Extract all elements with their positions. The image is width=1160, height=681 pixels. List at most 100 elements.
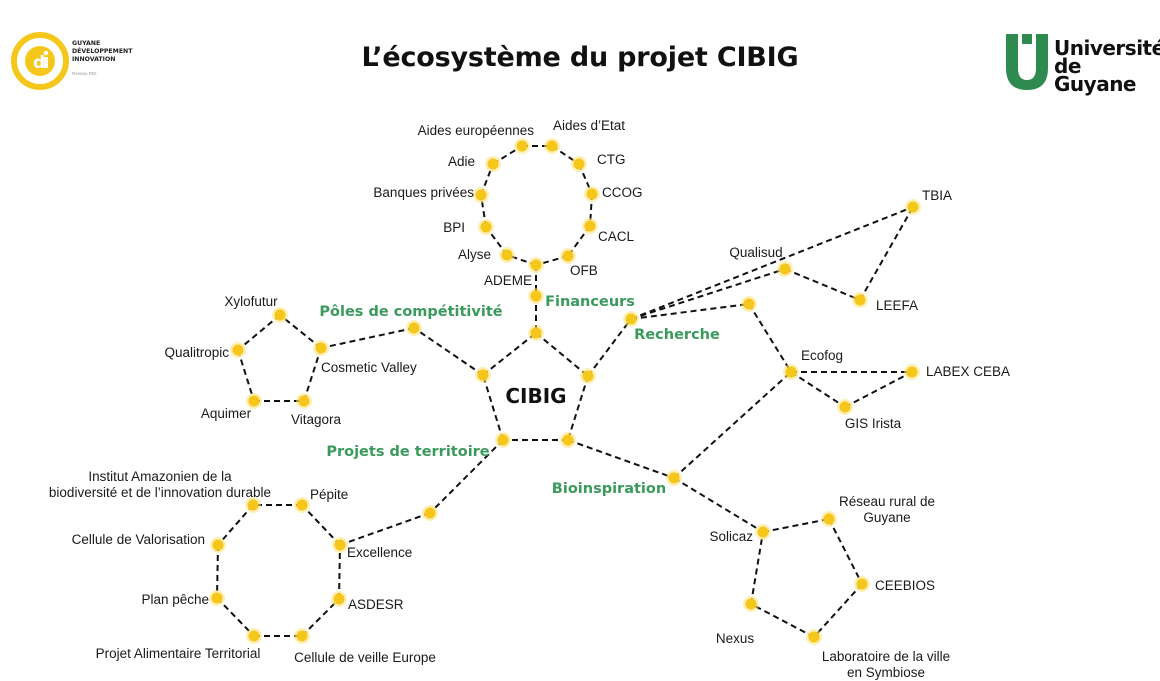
edge-b_hub-b_sol xyxy=(673,477,764,533)
node-label-gis-irista: GIS Irista xyxy=(845,416,902,431)
node-label-reseau-rural: Réseau rural de xyxy=(839,494,935,509)
node-dot-t_exc xyxy=(334,539,346,551)
universite-guyane-u-logo-icon xyxy=(1006,34,1048,90)
node-dot-b_sol xyxy=(757,526,769,538)
node-dot-f9 xyxy=(480,221,492,233)
node-dot-f8 xyxy=(501,249,513,261)
node-dot-b_cee xyxy=(856,578,868,590)
node-dot-t_pep xyxy=(296,499,308,511)
node-label-excellence: Excellence xyxy=(347,545,412,560)
node-dot-f2 xyxy=(546,140,558,152)
node-dot-f7 xyxy=(530,259,542,271)
node-dot-ademe_link xyxy=(530,290,542,302)
node-dot-b_res xyxy=(823,513,835,525)
node-label-asdesr: ASDESR xyxy=(348,597,404,612)
node-dot-r_ecofog xyxy=(785,366,797,378)
edge-c_top-c_right xyxy=(535,332,589,377)
edge-r_hub-r_b xyxy=(630,303,750,320)
node-dot-f10 xyxy=(475,189,487,201)
node-dot-r_b xyxy=(743,298,755,310)
node-dot-f5 xyxy=(584,220,596,232)
node-dot-b_lab xyxy=(808,631,820,643)
node-label-ofb: OFB xyxy=(570,263,598,278)
center-label: CIBIG xyxy=(505,384,566,408)
edge-p_quali-p_aqui xyxy=(237,349,255,402)
node-dot-p_cos xyxy=(315,342,327,354)
node-dot-f6 xyxy=(562,250,574,262)
node-label-banques-privees: Banques privées xyxy=(373,185,474,200)
node-label-laboratoire: Laboratoire de la ville xyxy=(822,649,950,664)
node-dot-c_right xyxy=(582,370,594,382)
node-dot-c_left xyxy=(477,369,489,381)
node-dot-r_hub xyxy=(625,313,637,325)
node-label-solicaz: Solicaz xyxy=(709,529,753,544)
node-dot-f3 xyxy=(573,158,585,170)
edge-p_mid-p_cos xyxy=(320,327,415,349)
gdi-logo-line-3: INNOVATION xyxy=(72,55,116,63)
node-dot-t_proj xyxy=(248,630,260,642)
edge-r_leefa-r_tbia xyxy=(859,206,914,301)
gdi-logo-text: GUYANE DÉVELOPPEMENT INNOVATION xyxy=(72,40,132,63)
node-dot-p_mid xyxy=(408,322,420,334)
node-label-ctg: CTG xyxy=(597,152,626,167)
node-label-tbia: TBIA xyxy=(922,188,952,203)
svg-text:d: d xyxy=(33,53,45,73)
page-title: L’écosystème du projet CIBIG xyxy=(361,42,799,73)
edge-b_cee-b_lab xyxy=(813,583,863,638)
node-dot-r_quali xyxy=(779,263,791,275)
node-dot-f11 xyxy=(487,158,499,170)
node-dot-b_nex xyxy=(745,598,757,610)
edge-c_br-b_hub xyxy=(567,439,675,479)
edge-c_left-p_mid xyxy=(413,327,484,376)
node-label-projet-alimentaire: Projet Alimentaire Territorial xyxy=(96,646,261,661)
edge-c_bl-t_hub xyxy=(429,439,504,514)
node-dot-c_bl xyxy=(497,434,509,446)
node-label-ceebios: CEEBIOS xyxy=(875,578,935,593)
node-label-cellule-veille: Cellule de veille Europe xyxy=(294,650,436,665)
node-dot-p_aqui xyxy=(248,395,260,407)
node-label-cellule-valorisation: Cellule de Valorisation xyxy=(72,532,205,547)
node-label-plan-peche: Plan pêche xyxy=(141,592,209,607)
node-dot-r_leefa xyxy=(854,294,866,306)
node-dot-c_top xyxy=(530,327,542,339)
edge-p_cos-p_xylo xyxy=(279,314,322,349)
edge-b_nex-b_sol xyxy=(750,531,764,605)
node-label-bpi: BPI xyxy=(443,220,465,235)
edge-r_gis-r_labex xyxy=(844,371,913,408)
node-label-cosmetic-valley: Cosmetic Valley xyxy=(321,360,417,375)
node-dot-c_br xyxy=(562,434,574,446)
universite-logo-line-1: Université xyxy=(1054,36,1160,60)
edge-t_asd-t_exc xyxy=(338,544,341,600)
node-label-nexus: Nexus xyxy=(716,631,755,646)
node-label-alyse: Alyse xyxy=(458,247,491,262)
edge-t_exc-t_pep xyxy=(301,504,341,546)
edge-r_b-r_ecofog xyxy=(748,303,792,373)
node-dot-f4 xyxy=(586,188,598,200)
node-label-aides-etat: Aides d’Etat xyxy=(553,118,625,133)
edge-c_bl-c_left xyxy=(482,374,504,441)
category-recherche: Recherche xyxy=(634,327,720,343)
edge-r_ecofog-r_gis xyxy=(790,371,846,408)
edge-r_quali-r_leefa xyxy=(784,268,861,301)
edge-t_veil-t_asd xyxy=(301,598,340,637)
gdi-circle-logo-icon: d xyxy=(11,32,69,90)
node-label-aides-europeennes: Aides européennes xyxy=(418,123,535,138)
node-dot-t_cell xyxy=(212,539,224,551)
node-label-laboratoire-2: en Symbiose xyxy=(847,665,925,680)
node-dot-p_xylo xyxy=(274,309,286,321)
node-dot-t_inst xyxy=(247,499,259,511)
edge-r_hub-r_quali xyxy=(630,268,786,320)
edge-r_hub-r_tbia xyxy=(630,206,914,320)
edge-t_plan-t_proj xyxy=(216,597,255,637)
diagram-nodes xyxy=(209,138,921,645)
edge-c_right-c_br xyxy=(567,375,589,441)
universite-logo-line-2: de Guyane xyxy=(1054,54,1136,96)
edge-t_hub-t_exc xyxy=(339,512,431,546)
category-projets: Projets de territoire xyxy=(326,444,489,460)
universite-guyane-logo-text: Université de Guyane xyxy=(1054,36,1160,96)
node-label-ecofog: Ecofog xyxy=(801,348,843,363)
node-dot-f1 xyxy=(516,140,528,152)
node-label-cacl: CACL xyxy=(598,229,635,244)
node-label-leefa: LEEFA xyxy=(876,298,918,313)
node-label-institut: Institut Amazonien de la xyxy=(88,469,232,484)
